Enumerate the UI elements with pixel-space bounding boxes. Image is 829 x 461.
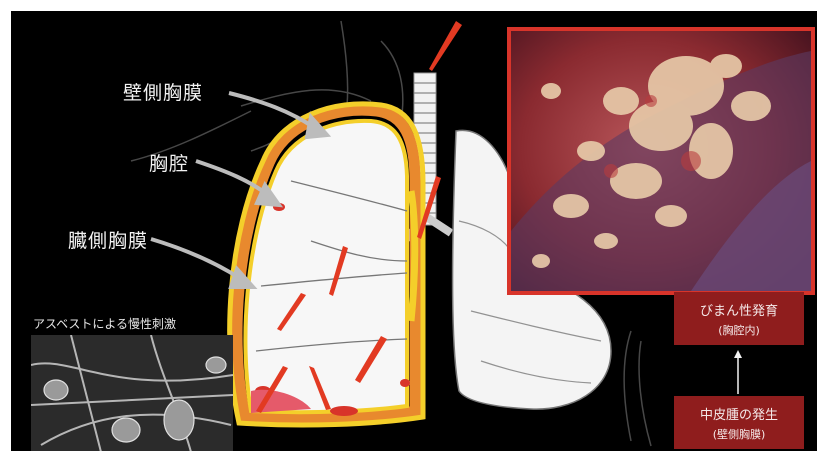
visceral-pleura-label: 臓側胸膜 [68, 226, 148, 253]
micrograph-image [31, 335, 233, 451]
mesothelioma-onset-title: 中皮腫の発生 [674, 404, 804, 423]
mediastinal-pleura [411, 191, 415, 321]
asbestos-caption: アスベストによる慢性刺激 [33, 315, 176, 332]
arrow-up-icon [733, 350, 743, 394]
thoracoscopy-image [511, 31, 811, 291]
diffuse-growth-box: びまん性発育 (胸腔内) [674, 292, 804, 345]
diffuse-growth-title: びまん性発育 [674, 300, 804, 319]
parietal-pleura-label: 壁側胸膜 [123, 78, 203, 105]
pleural-cavity-label: 胸腔 [149, 149, 189, 176]
mesothelioma-onset-subtitle: (壁側胸膜) [674, 426, 804, 442]
diffuse-growth-subtitle: (胸腔内) [674, 322, 804, 338]
mesothelioma-onset-box: 中皮腫の発生 (壁側胸膜) [674, 396, 804, 449]
asbestos-micrograph [31, 335, 233, 451]
figure-canvas: 壁側胸膜 胸腔 臓側胸膜 アスベストによる慢性刺激 [11, 11, 817, 451]
thoracoscopy-photo [507, 27, 815, 295]
